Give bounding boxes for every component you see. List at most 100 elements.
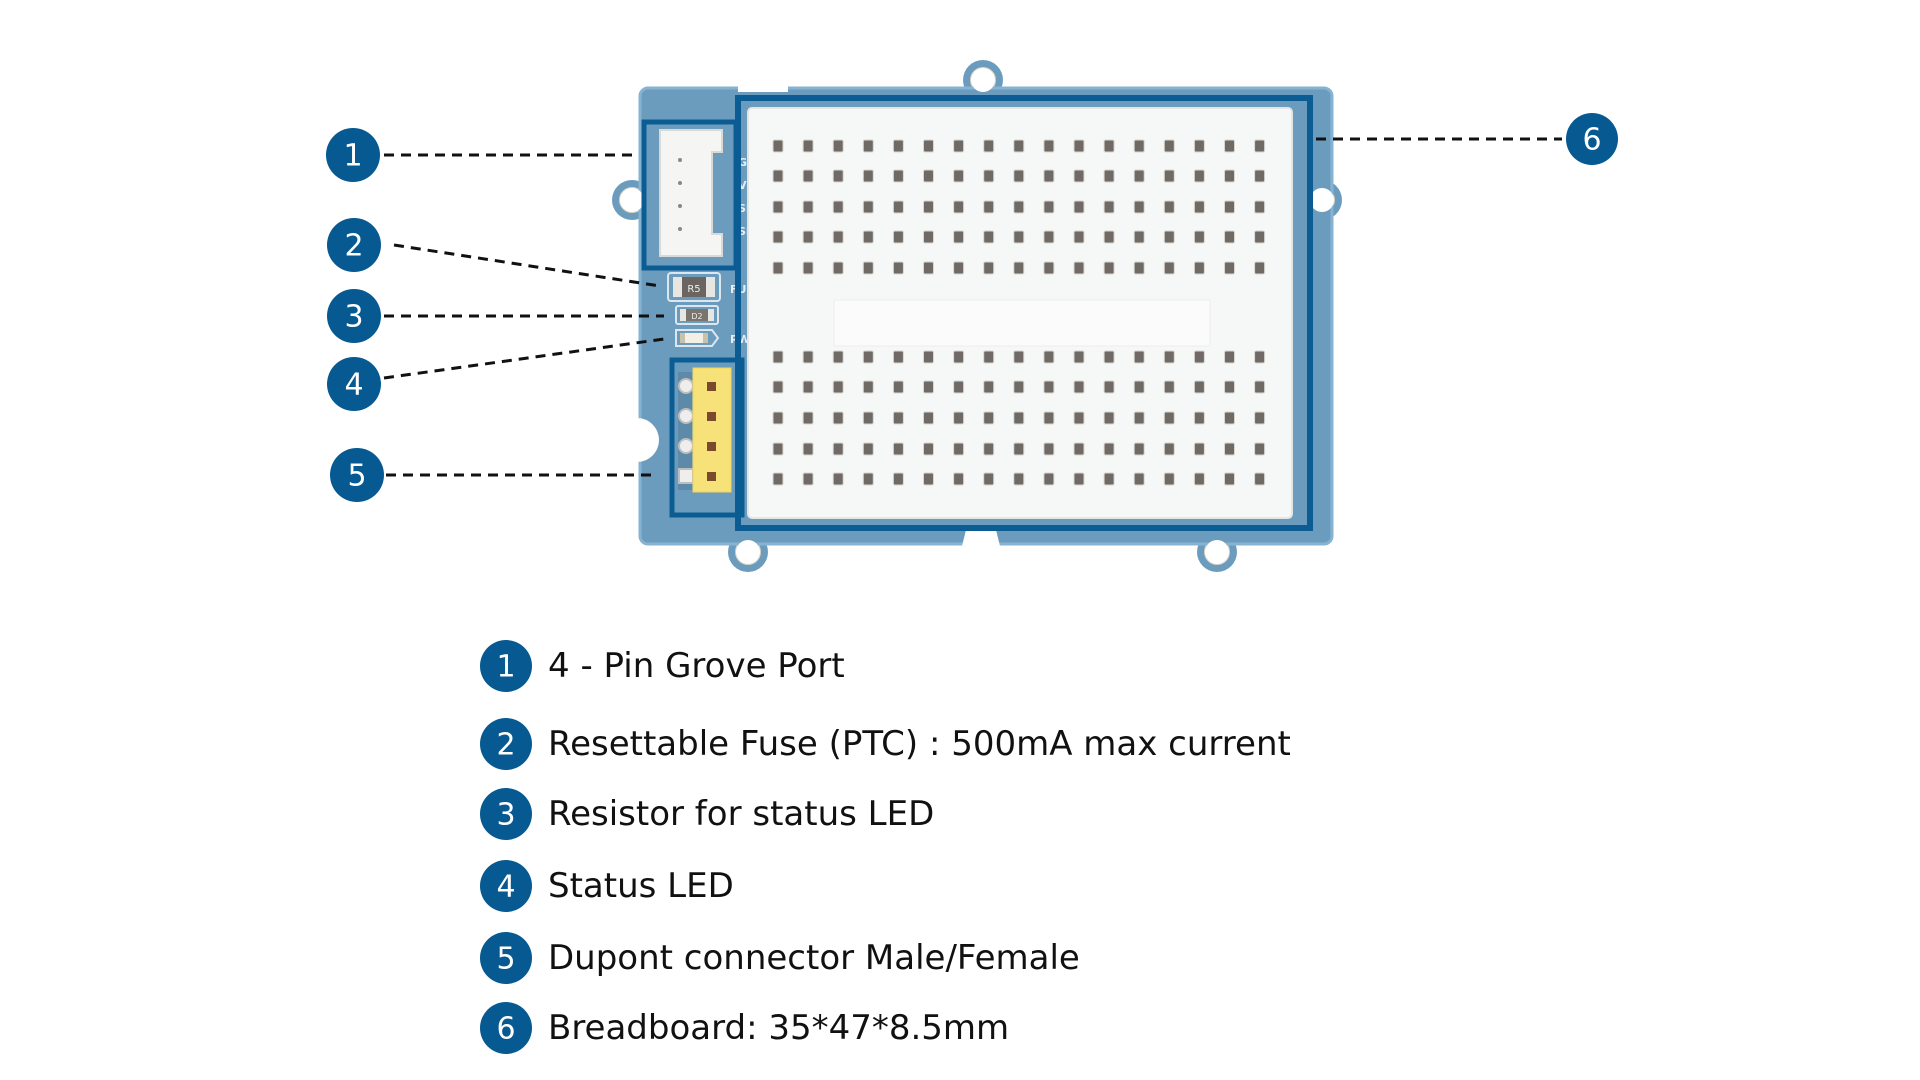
breadboard-hole: [983, 261, 995, 275]
legend-number: 1: [496, 650, 515, 685]
breadboard-hole: [772, 139, 784, 153]
breadboard-hole: [802, 200, 814, 214]
breadboard-hole: [1193, 230, 1205, 244]
breadboard-hole: [1254, 261, 1266, 275]
breadboard-hole: [832, 380, 844, 394]
breadboard-hole: [1043, 139, 1055, 153]
callout-number: 2: [344, 229, 363, 264]
breadboard-hole: [953, 139, 965, 153]
breadboard-hole: [862, 169, 874, 183]
breadboard-hole: [892, 380, 904, 394]
callout-number: 3: [344, 300, 363, 335]
breadboard-hole: [923, 472, 934, 486]
breadboard-hole: [1043, 350, 1055, 364]
breadboard-hole: [923, 169, 934, 183]
legend-label: Dupont connector Male/Female: [548, 938, 1080, 978]
breadboard-hole: [1224, 169, 1235, 183]
breadboard-hole: [953, 411, 965, 425]
breadboard-hole: [1224, 411, 1235, 425]
breadboard-hole: [1193, 380, 1205, 394]
breadboard-hole: [1254, 380, 1266, 394]
breadboard-hole: [832, 350, 844, 364]
breadboard-hole: [1193, 411, 1205, 425]
callout-badge-2: 2: [327, 218, 381, 272]
breadboard-hole: [1133, 261, 1145, 275]
breadboard-hole: [772, 350, 784, 364]
legend-number: 3: [496, 798, 515, 833]
breadboard-hole: [1254, 472, 1266, 486]
legend-label: Status LED: [548, 866, 734, 906]
breadboard-hole: [832, 411, 844, 425]
breadboard-hole: [1073, 230, 1085, 244]
breadboard-hole: [1043, 261, 1055, 275]
callout-number: 4: [344, 368, 363, 403]
legend-number: 6: [496, 1012, 515, 1047]
breadboard-hole: [1013, 200, 1025, 214]
breadboard-hole: [832, 442, 844, 456]
breadboard-hole: [1013, 350, 1025, 364]
callout-badge-3: 3: [327, 289, 381, 343]
breadboard-hole: [892, 139, 904, 153]
breadboard-hole: [1133, 380, 1145, 394]
breadboard-hole: [1163, 380, 1175, 394]
breadboard-hole: [1043, 169, 1055, 183]
breadboard-hole: [1043, 442, 1055, 456]
breadboard-hole: [1073, 380, 1085, 394]
legend-number: 4: [496, 870, 515, 905]
breadboard-hole: [923, 442, 934, 456]
breadboard-hole: [1103, 261, 1115, 275]
top-notch: [738, 84, 788, 92]
breadboard-outline: [735, 95, 1313, 531]
breadboard-hole: [1163, 411, 1175, 425]
breadboard-hole: [1103, 169, 1115, 183]
breadboard-hole: [983, 411, 995, 425]
breadboard-hole: [953, 230, 965, 244]
breadboard-hole: [953, 380, 965, 394]
breadboard-hole: [1073, 350, 1085, 364]
breadboard-hole: [1073, 261, 1085, 275]
legend-number: 5: [496, 942, 515, 977]
breadboard-hole: [1254, 200, 1266, 214]
breadboard-hole: [1224, 442, 1235, 456]
breadboard-hole: [923, 200, 934, 214]
breadboard-hole: [862, 350, 874, 364]
breadboard-hole: [1254, 230, 1266, 244]
resistor-part-label: D2: [691, 312, 702, 321]
breadboard-hole: [772, 411, 784, 425]
breadboard-hole: [983, 230, 995, 244]
breadboard-hole: [1224, 200, 1235, 214]
breadboard-hole: [1163, 200, 1175, 214]
callout-badge-4: 4: [327, 357, 381, 411]
breadboard-hole: [1254, 411, 1266, 425]
breadboard-hole: [892, 200, 904, 214]
breadboard-hole: [862, 380, 874, 394]
breadboard-hole: [1133, 230, 1145, 244]
breadboard-hole: [772, 230, 784, 244]
breadboard-hole: [1254, 169, 1266, 183]
breadboard-hole: [832, 261, 844, 275]
breadboard-hole: [802, 350, 814, 364]
breadboard-hole: [802, 472, 814, 486]
breadboard-hole: [923, 380, 934, 394]
breadboard-hole: [923, 230, 934, 244]
breadboard-hole: [862, 200, 874, 214]
breadboard-hole: [802, 230, 814, 244]
breadboard-hole: [1254, 442, 1266, 456]
breadboard-hole: [923, 350, 934, 364]
breadboard-hole: [1103, 411, 1115, 425]
breadboard-hole: [832, 139, 844, 153]
breadboard-hole: [983, 350, 995, 364]
breadboard-hole: [1013, 261, 1025, 275]
breadboard: [735, 95, 1313, 531]
legend-label: Resettable Fuse (PTC) : 500mA max curren…: [548, 724, 1291, 764]
breadboard-hole: [1193, 472, 1205, 486]
breadboard-hole: [1013, 442, 1025, 456]
breadboard-hole: [802, 261, 814, 275]
breadboard-hole: [1193, 169, 1205, 183]
breadboard-hole: [1224, 350, 1235, 364]
breadboard-hole: [1163, 472, 1175, 486]
breadboard-hole: [1043, 230, 1055, 244]
dupont-connector: [669, 357, 745, 518]
callout-badge-5: 5: [330, 448, 384, 502]
